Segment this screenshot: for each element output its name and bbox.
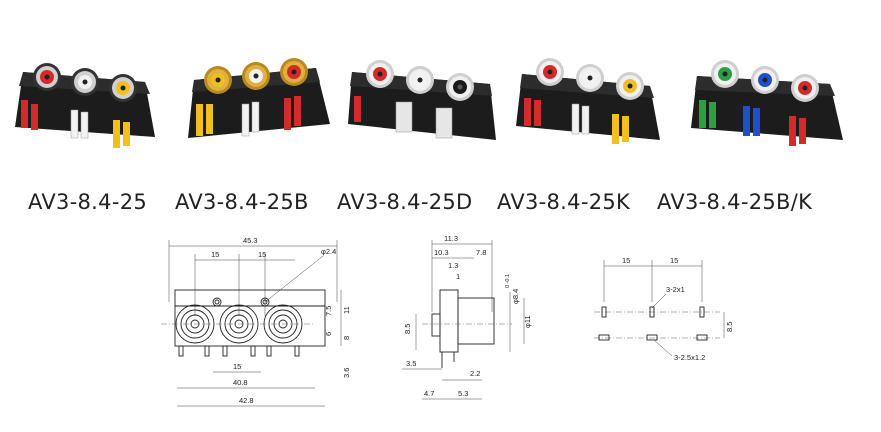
model-label: AV3-8.4-25B — [175, 190, 309, 214]
model-label: AV3-8.4-25 — [28, 190, 148, 214]
jack — [204, 66, 232, 94]
slot — [699, 306, 705, 318]
jack — [536, 58, 564, 86]
side-view-drawing: 11.3 10.3 7.8 1.3 1 φ8.4 0 -0.1 φ11 8.5 … — [392, 232, 552, 412]
jack — [366, 60, 394, 88]
jack — [242, 62, 270, 90]
dim-bottom-pitch: 15 — [233, 362, 241, 371]
dim-hole: φ2.4 — [321, 247, 336, 256]
jack — [109, 74, 137, 102]
dim-6: 6 — [324, 332, 333, 336]
product-av3-25d — [340, 42, 505, 162]
dim-slot-bottom: 3-2.5x1.2 — [674, 353, 705, 362]
slot — [696, 334, 708, 341]
dim-8: 8 — [342, 336, 351, 340]
jack — [616, 72, 644, 100]
jack — [791, 74, 819, 102]
slot — [598, 334, 610, 341]
jack — [576, 64, 604, 92]
dim-40-8: 40.8 — [233, 378, 248, 387]
model-label: AV3-8.4-25D — [337, 190, 473, 214]
dim-3-5: 3.5 — [406, 359, 416, 368]
dim-pitch-left: 15 — [211, 250, 219, 259]
dim-7-8: 7.8 — [476, 248, 486, 257]
dim-11: 11 — [342, 306, 351, 314]
connector-illustration — [15, 63, 155, 148]
product-av3-25k — [510, 42, 670, 162]
connector-illustration — [516, 58, 660, 144]
dim-11-3: 11.3 — [444, 234, 458, 243]
dim-45-3: 45.3 — [243, 236, 258, 245]
dim-phi-11: φ11 — [523, 315, 532, 328]
dim-42-8: 42.8 — [239, 396, 254, 405]
dim-1: 1 — [456, 272, 460, 281]
dim-1-3: 1.3 — [448, 261, 458, 270]
jack — [71, 68, 99, 96]
dim-pitch-right: 15 — [258, 250, 266, 259]
dim-2-2: 2.2 — [470, 369, 480, 378]
dim-8-5: 8.5 — [403, 324, 412, 334]
dim-4-7: 4.7 — [424, 389, 434, 398]
dim-pitch-right: 15 — [670, 256, 678, 265]
pcb-layout-drawing: 15 15 3-2x1 8.5 3-2.5x1.2 — [590, 252, 735, 377]
dim-pitch-left: 15 — [622, 256, 630, 265]
jack — [406, 66, 434, 94]
dim-10-3: 10.3 — [434, 248, 449, 257]
slot — [646, 334, 658, 341]
dim-phi-8-4-tol: 0 -0.1 — [505, 274, 511, 288]
model-label: AV3-8.4-25B/K — [657, 190, 813, 214]
model-label: AV3-8.4-25K — [497, 190, 631, 214]
product-av3-25bk — [685, 42, 850, 162]
jack — [751, 66, 779, 94]
product-av3-25b — [180, 42, 340, 162]
jack — [446, 73, 474, 101]
dim-3-6: 3.6 — [342, 368, 351, 378]
dim-5-3: 5.3 — [458, 389, 468, 398]
front-view-drawing: 45.3 15 15 φ2.4 15 40.8 42.8 11 7.5 6 8 — [155, 232, 355, 432]
jack — [711, 60, 739, 88]
dim-7-5: 7.5 — [324, 306, 333, 316]
dim-slot-top: 3-2x1 — [666, 285, 685, 294]
connector-illustration — [188, 58, 330, 138]
slot — [649, 306, 655, 318]
connector-illustration — [691, 60, 843, 146]
jack — [33, 63, 61, 91]
product-av3-25 — [5, 42, 165, 162]
jack — [280, 58, 308, 86]
dim-8-5: 8.5 — [725, 322, 734, 332]
dim-phi-8-4: φ8.4 — [511, 289, 520, 304]
slot — [601, 306, 607, 318]
connector-illustration — [348, 60, 496, 140]
